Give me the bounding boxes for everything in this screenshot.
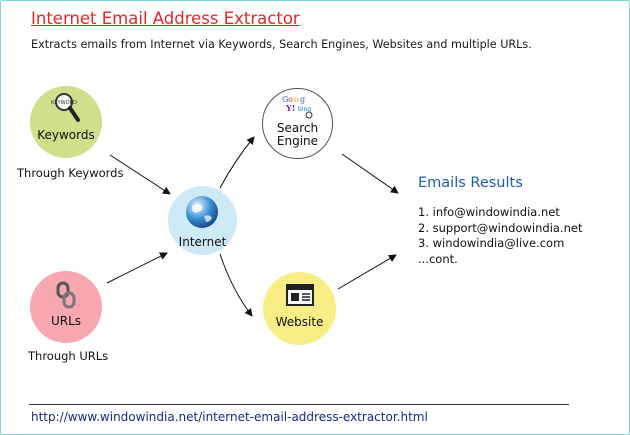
svg-text:o: o: [294, 95, 299, 104]
internet-node: Internet: [168, 186, 237, 255]
search-engine-node: G o o g Y! bing Search Engine: [262, 88, 333, 159]
urls-label: URLs: [50, 314, 82, 328]
svg-text:bing: bing: [298, 106, 311, 113]
page-subtitle: Extracts emails from Internet via Keywor…: [31, 38, 532, 51]
list-item: ...cont.: [418, 251, 458, 266]
arrow-search-to-results: [341, 153, 399, 194]
results-title: Emails Results: [418, 175, 523, 191]
urls-caption: Through URLs: [28, 349, 109, 363]
keywords-label: Keywords: [37, 128, 95, 142]
arrow-keywords-to-internet: [109, 154, 171, 195]
internet-label: Internet: [178, 235, 227, 249]
svg-text:o: o: [288, 95, 293, 104]
svg-text:G: G: [282, 95, 288, 104]
arrow-website-to-results: [337, 254, 397, 290]
search-engine-label-1: Search: [276, 121, 319, 135]
search-engine-logos-icon: G o o g Y! bing: [282, 95, 313, 119]
footer-url-link[interactable]: http://www.windowindia.net/internet-emai…: [31, 410, 428, 424]
webpage-icon: [286, 284, 314, 306]
magnifier-keyword-icon: KEYWORD: [51, 93, 80, 122]
list-item: 3. windowindia@live.com: [418, 236, 565, 250]
footer-divider: [29, 404, 569, 405]
svg-text:Y!: Y!: [285, 103, 295, 113]
arrow-urls-to-internet: [106, 252, 168, 284]
list-item: 2. support@windowindia.net: [418, 220, 583, 235]
urls-node: URLs: [30, 271, 102, 343]
website-label: Website: [275, 315, 324, 329]
page-title: Internet Email Address Extractor: [31, 9, 300, 28]
website-node: Website: [263, 272, 336, 345]
globe-icon: [186, 196, 218, 228]
arrow-internet-to-search: [219, 136, 255, 189]
search-engine-label-2: Engine: [276, 134, 319, 148]
keywords-node: KEYWORD Keywords: [30, 86, 102, 158]
svg-text:g: g: [300, 95, 305, 104]
svg-text:KEYWORD: KEYWORD: [51, 100, 77, 106]
list-item: 1. info@windowindia.net: [418, 205, 560, 219]
arrow-internet-to-website: [219, 253, 253, 317]
chain-link-icon: [56, 281, 76, 309]
results-list: 1. info@windowindia.net 2. support@windo…: [418, 205, 582, 267]
keywords-caption: Through Keywords: [17, 166, 124, 180]
